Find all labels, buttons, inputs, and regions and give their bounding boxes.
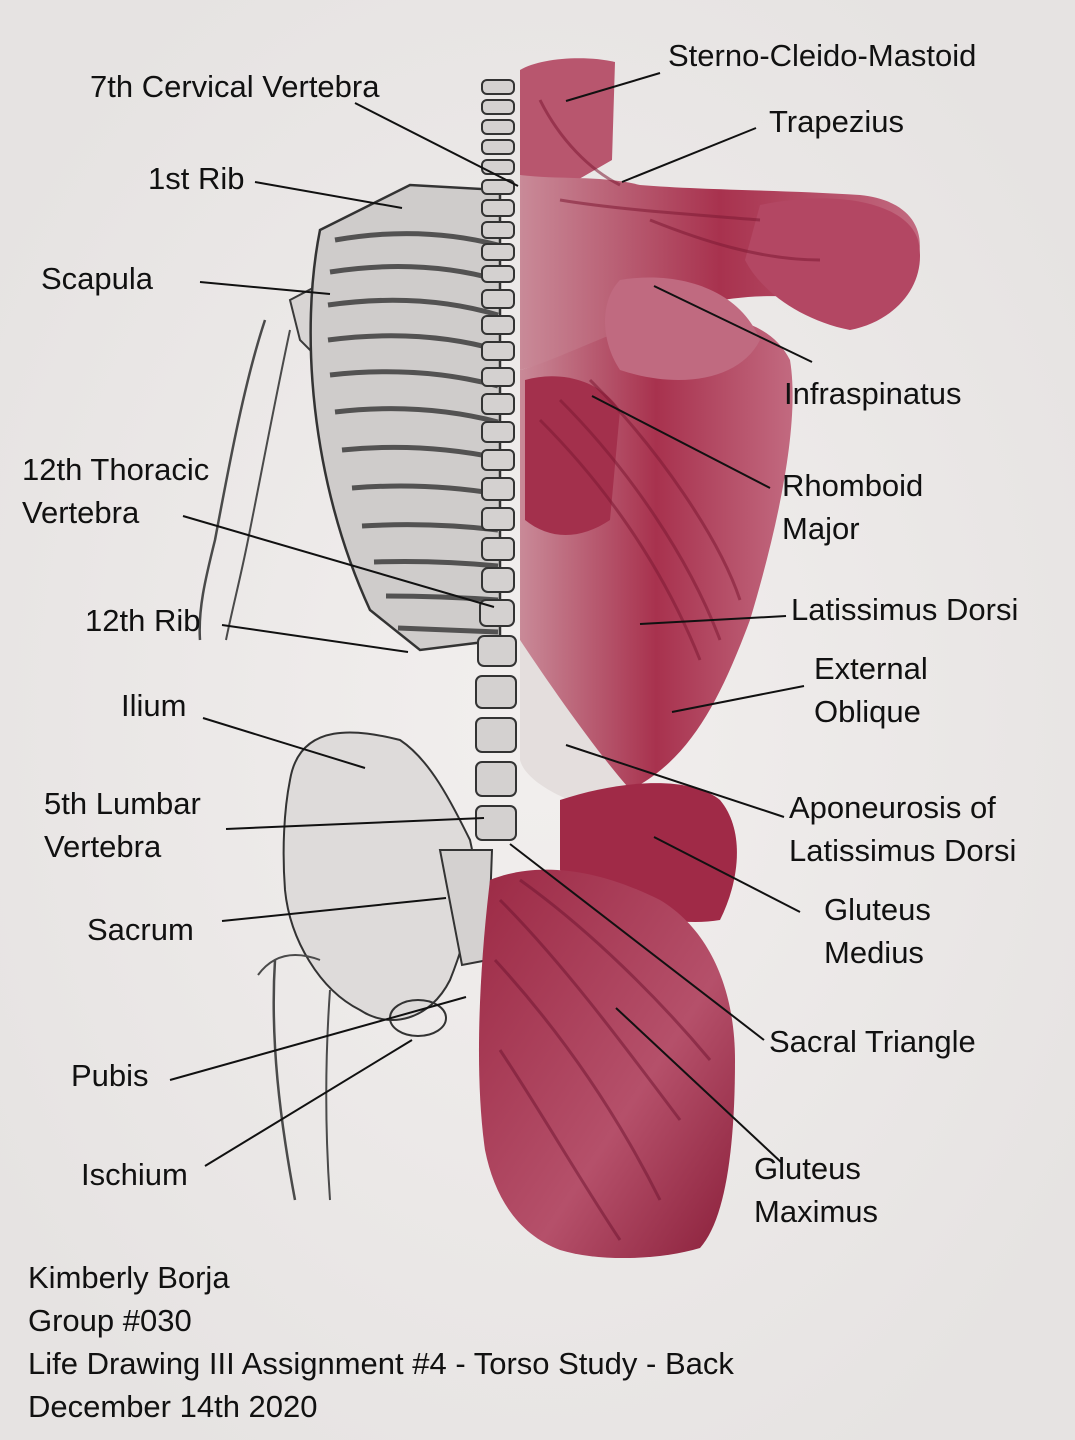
leader-line-scm	[565, 72, 661, 102]
label-12th-rib: 12th Rib	[85, 603, 201, 638]
credit-group: Group #030	[28, 1303, 192, 1338]
credit-date: December 14th 2020	[28, 1389, 318, 1424]
leader-line-gluteus-medius	[653, 836, 801, 913]
leader-line-lumbar5	[225, 817, 485, 830]
leader-line-trapezius	[621, 127, 757, 183]
label-sterno-cleido-mastoid: Sterno-Cleido-Mastoid	[668, 38, 977, 73]
leader-line-rib12	[221, 624, 409, 653]
label-aponeurosis-line2: Latissimus Dorsi	[789, 833, 1017, 868]
deltoid-muscle	[745, 198, 921, 330]
label-rhomboid-major-line1: Rhomboid	[782, 468, 924, 503]
leader-lines	[169, 72, 813, 1167]
label-latissimus-dorsi: Latissimus Dorsi	[791, 592, 1019, 627]
label-1st-rib: 1st Rib	[148, 161, 245, 196]
gluteus-maximus-muscle	[478, 869, 735, 1259]
leader-line-latissimus	[639, 615, 787, 625]
label-pubis: Pubis	[71, 1058, 149, 1093]
credit-author: Kimberly Borja	[28, 1260, 230, 1295]
leader-line-scapula	[199, 281, 331, 295]
label-7th-cervical-vertebra: 7th Cervical Vertebra	[90, 69, 380, 104]
label-ilium: Ilium	[121, 688, 187, 723]
leader-line-ilium	[202, 717, 366, 769]
sterno-cleido-mastoid-muscle	[520, 58, 615, 190]
label-ischium: Ischium	[81, 1157, 188, 1192]
leader-line-infraspinatus	[653, 285, 813, 363]
glute-fibers	[493, 878, 712, 1241]
label-infraspinatus: Infraspinatus	[784, 376, 962, 411]
label-external-oblique-line1: External	[814, 651, 928, 686]
credits-block: Kimberly Borja Group #030 Life Drawing I…	[28, 1256, 734, 1428]
skeleton-sketch	[198, 183, 502, 1201]
leader-line-thoracic12	[182, 515, 495, 608]
label-5th-lumbar-vertebra-line2: Vertebra	[44, 829, 162, 864]
leader-line-sacral-triangle	[509, 843, 765, 1041]
label-gluteus-maximus-line1: Gluteus	[754, 1151, 861, 1186]
credit-assignment: Life Drawing III Assignment #4 - Torso S…	[28, 1346, 734, 1381]
leader-line-gluteus-maximus	[615, 1007, 783, 1164]
label-12th-thoracic-vertebra-line2: Vertebra	[22, 495, 140, 530]
spine	[438, 79, 517, 967]
label-sacrum: Sacrum	[87, 912, 194, 947]
leader-line-rhomboid	[591, 395, 771, 489]
aponeurosis-region	[520, 640, 640, 810]
label-gluteus-medius-line2: Medius	[824, 935, 924, 970]
label-12th-thoracic-vertebra-line1: 12th Thoracic	[22, 452, 210, 487]
label-rhomboid-major-line2: Major	[782, 511, 860, 546]
label-scapula: Scapula	[41, 261, 154, 296]
leader-line-oblique	[671, 685, 805, 713]
leader-line-aponeurosis	[565, 744, 785, 818]
leader-line-rib1	[254, 181, 403, 209]
label-aponeurosis-line1: Aponeurosis of	[789, 790, 996, 825]
leader-line-pubis	[169, 996, 467, 1081]
label-gluteus-medius-line1: Gluteus	[824, 892, 931, 927]
label-external-oblique-line2: Oblique	[814, 694, 921, 729]
label-sacral-triangle: Sacral Triangle	[769, 1024, 976, 1059]
leader-line-sacrum	[221, 897, 447, 922]
label-gluteus-maximus-line2: Maximus	[754, 1194, 879, 1229]
label-trapezius: Trapezius	[769, 104, 904, 139]
leader-line-cervical7	[354, 102, 519, 187]
label-5th-lumbar-vertebra-line1: 5th Lumbar	[44, 786, 201, 821]
rib-lines	[327, 231, 499, 635]
leader-line-ischium	[204, 1039, 413, 1167]
muscle-layer	[478, 58, 921, 1259]
infraspinatus-muscle	[605, 277, 760, 380]
